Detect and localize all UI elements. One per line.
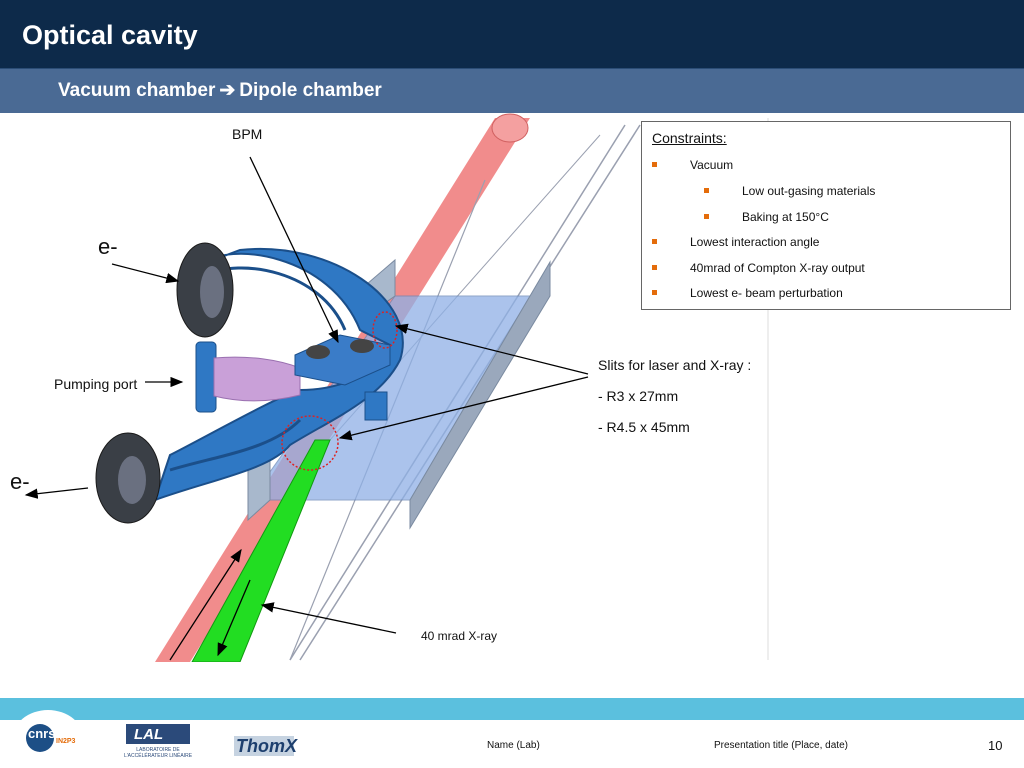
footer-presentation: Presentation title (Place, date) xyxy=(714,740,848,751)
flange-bottom-inner xyxy=(118,456,146,504)
constraint-item: 40mrad of Compton X-ray output xyxy=(690,261,865,275)
subtitle-right: Dipole chamber xyxy=(239,80,382,101)
logo-lal-mark xyxy=(126,724,190,744)
logo-cnrs-mark xyxy=(26,724,54,752)
logo-thomx-mark xyxy=(234,736,294,756)
constraints-heading: Constraints: xyxy=(652,130,727,146)
support-block xyxy=(364,391,388,421)
bullet-icon xyxy=(704,188,709,193)
pumping-port-flange xyxy=(195,341,217,413)
flange-top-inner xyxy=(200,266,224,318)
title-bar xyxy=(0,0,1024,68)
constraint-item: Vacuum xyxy=(690,158,734,172)
slit-arrow-bottom xyxy=(338,376,589,441)
label-slit-2: - R4.5 x 45mm xyxy=(598,419,690,435)
logo-lal-subtitle: LABORATOIRE DE L'ACCÉLÉRATEUR LINÉAIRE xyxy=(123,747,193,759)
slide-title: Optical cavity xyxy=(22,20,198,50)
logo-cnrs: cnrs xyxy=(28,726,56,741)
label-pumping-port: Pumping port xyxy=(54,376,138,392)
constraint-item: Lowest interaction angle xyxy=(690,235,820,249)
arrow-right-icon: ➔ xyxy=(219,80,236,101)
laser-direction-arrow xyxy=(169,548,242,661)
bullet-icon xyxy=(652,239,657,244)
constraints-box: Constraints: Vacuum Low out-gasing mater… xyxy=(641,121,1011,310)
xray-direction-arrow xyxy=(217,579,251,657)
label-slit-1: - R3 x 27mm xyxy=(598,388,679,404)
label-slits: Slits for laser and X-ray : xyxy=(598,357,752,373)
footer-logos xyxy=(12,710,294,768)
subtitle-bar xyxy=(0,68,1024,113)
logo-thomx: ThomX xyxy=(236,736,297,756)
slide-subtitle: Vacuum chamber➔Dipole chamber xyxy=(58,79,382,102)
constraint-item: Lowest e- beam perturbation xyxy=(690,286,843,300)
bullet-icon xyxy=(652,162,657,167)
bpm-button xyxy=(350,339,374,353)
label-bpm: BPM xyxy=(232,126,263,142)
subtitle-left: Vacuum chamber xyxy=(58,80,216,101)
label-e-bottom: e- xyxy=(10,469,30,494)
e-out-arrow xyxy=(24,487,89,499)
logo-lal: LAL xyxy=(134,726,164,743)
footer-band xyxy=(0,698,1024,720)
laser-beam-end xyxy=(491,113,529,143)
label-e-top: e- xyxy=(98,234,118,259)
constraint-item: Low out-gasing materials xyxy=(742,184,876,198)
pumping-port-tube xyxy=(213,356,301,402)
constraint-item: Baking at 150°C xyxy=(742,210,829,224)
bullet-icon xyxy=(704,214,709,219)
bpm-arrow xyxy=(249,156,339,344)
bullet-icon xyxy=(652,265,657,270)
dipole-arc-edge xyxy=(169,418,302,472)
bpm-button xyxy=(306,345,330,359)
dipole-chamber-figure xyxy=(24,113,769,662)
logo-in2p3: IN2P3 xyxy=(56,738,76,745)
xray-beam xyxy=(191,439,331,662)
bullet-icon xyxy=(652,290,657,295)
label-xray: 40 mrad X-ray xyxy=(421,629,498,643)
chamber-wall-right xyxy=(409,260,551,530)
slit-marker-bottom xyxy=(281,415,339,471)
page-number: 10 xyxy=(988,738,1003,753)
slit-arrow-top xyxy=(394,323,589,375)
xray-arrow xyxy=(260,602,397,634)
e-in-arrow xyxy=(111,263,180,284)
footer-name-lab: Name (Lab) xyxy=(487,740,540,751)
